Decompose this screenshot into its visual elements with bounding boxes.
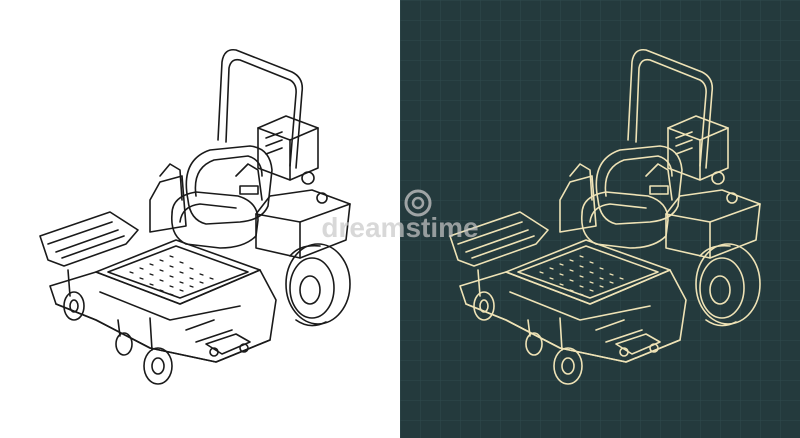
light-blueprint-panel (39, 48, 351, 385)
dark-blueprint-panel (400, 0, 800, 438)
mower-drawing-light (39, 48, 351, 385)
mower-drawing-dark (400, 0, 800, 438)
